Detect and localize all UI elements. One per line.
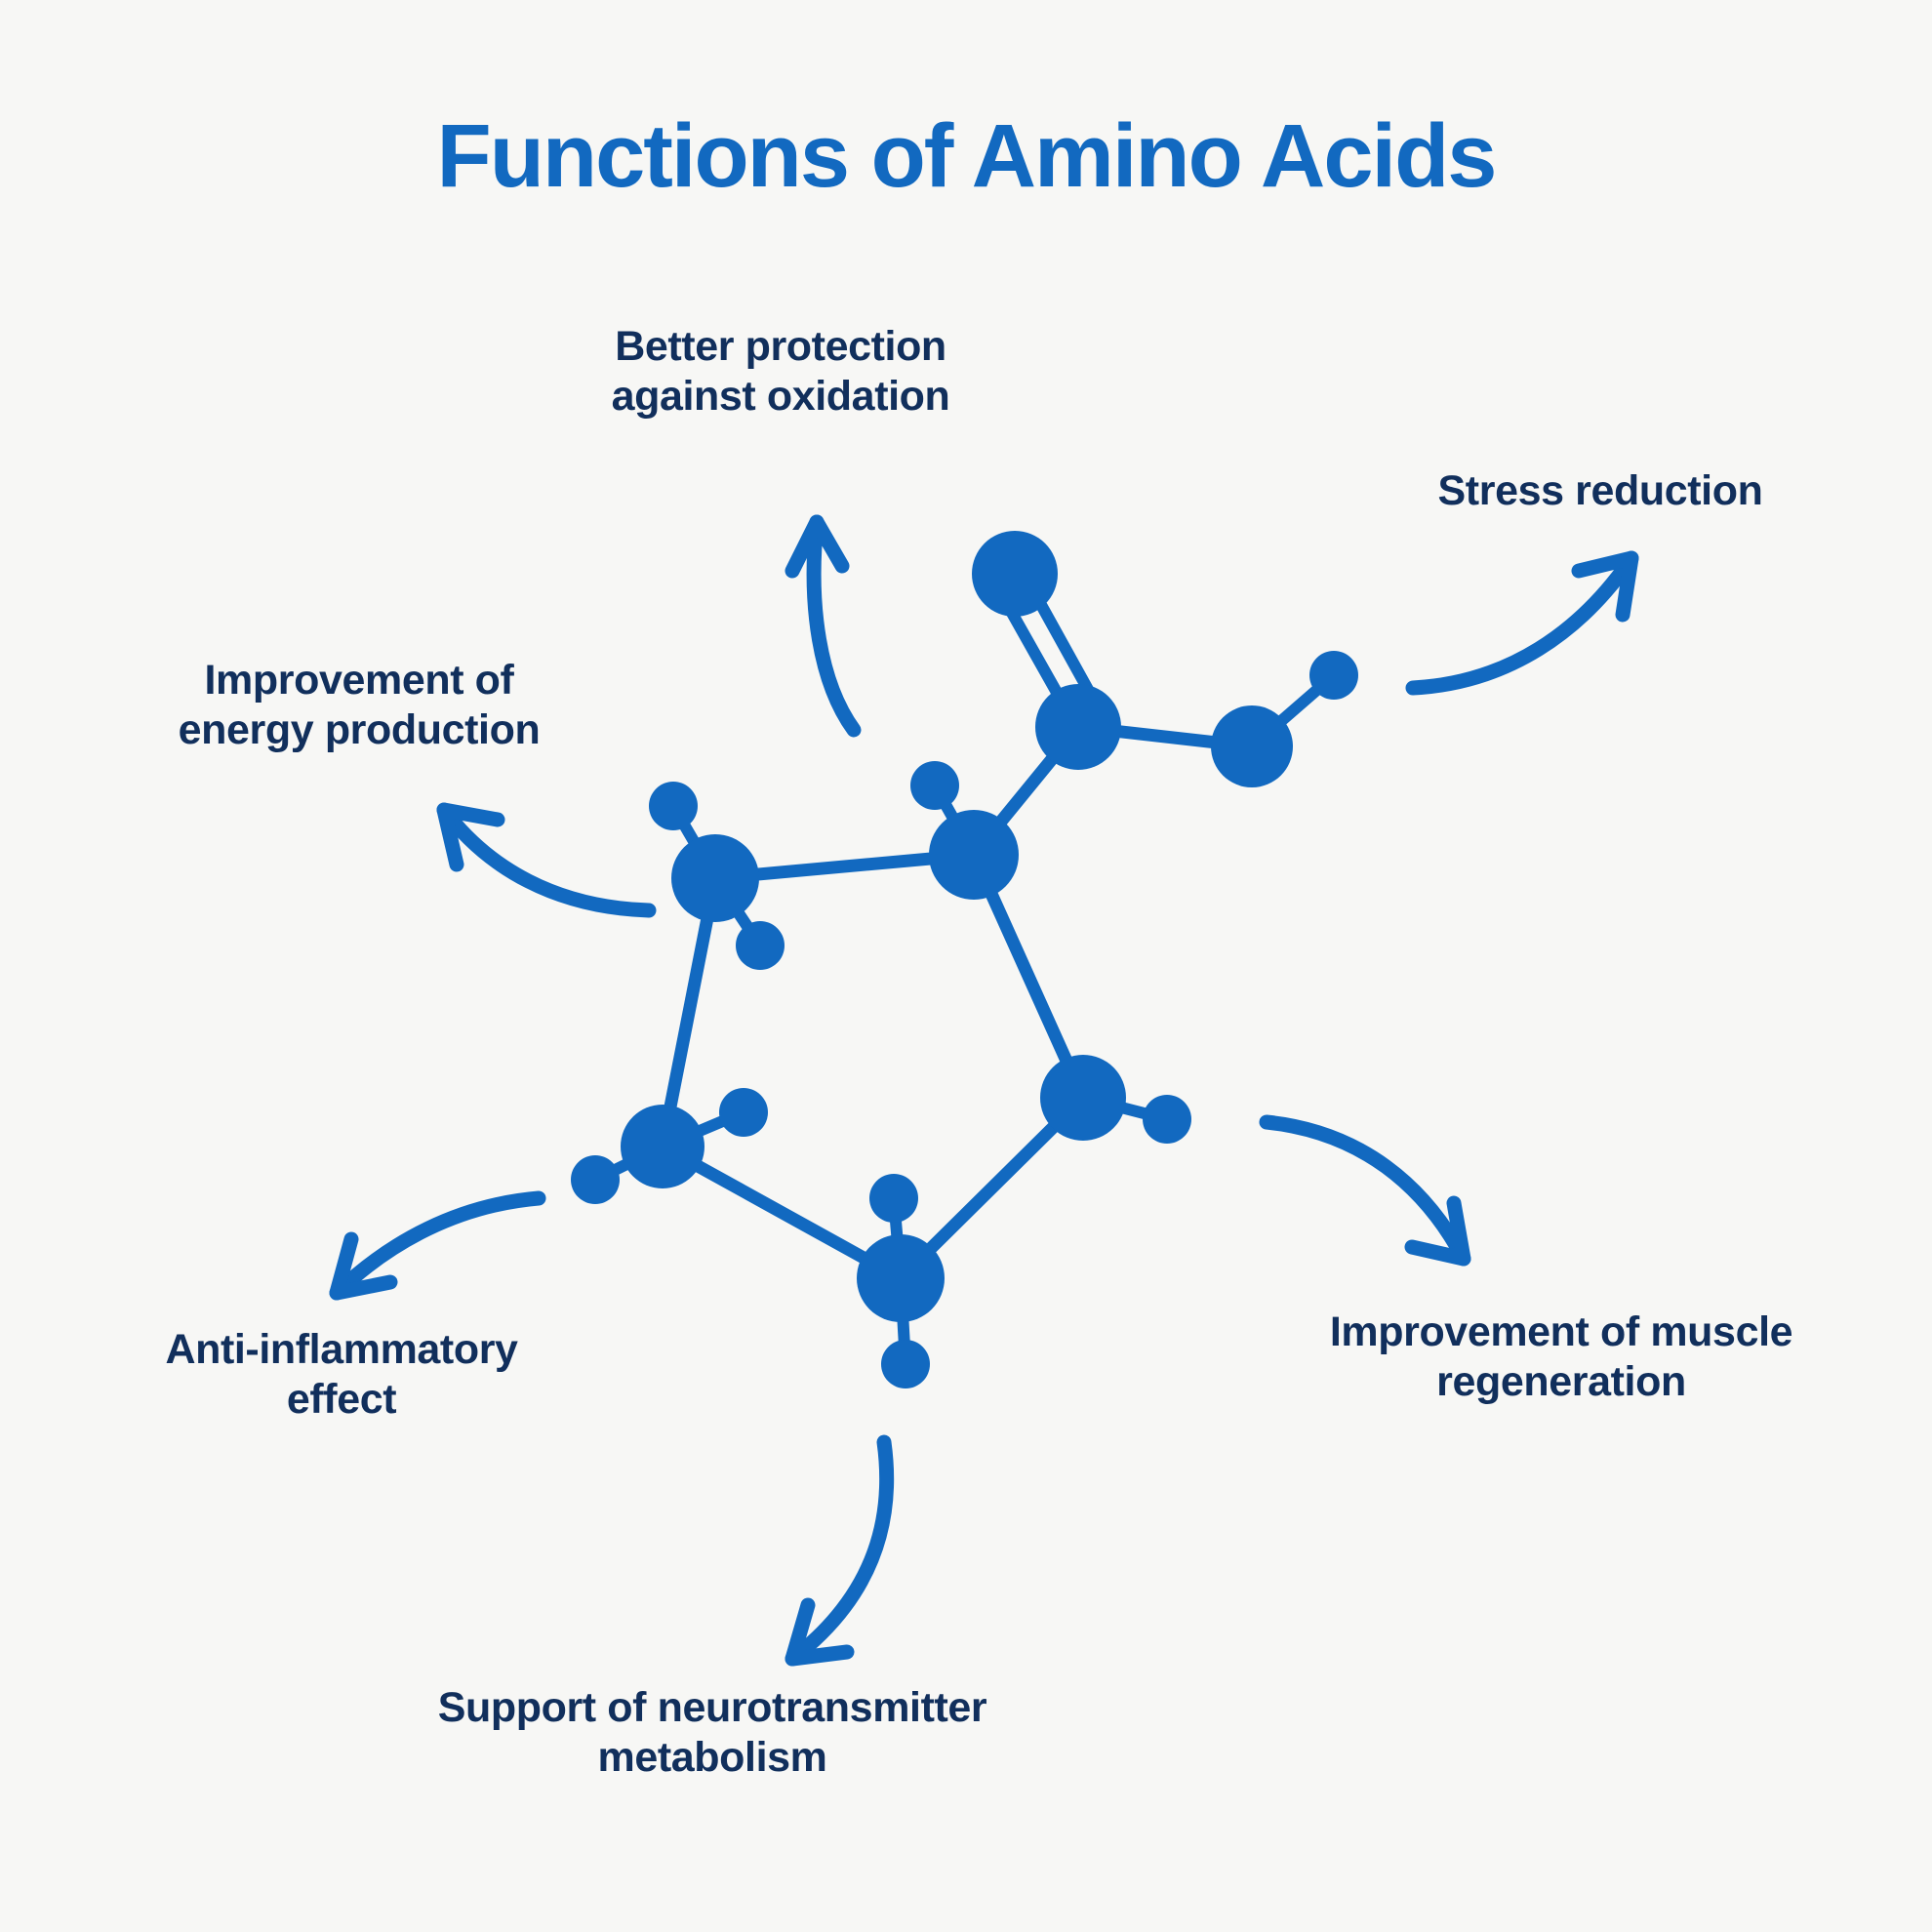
callout-label-stress-line1: Stress reduction (1437, 467, 1763, 514)
arrow-to-neurotransmitter (785, 1434, 895, 1667)
atom-nitrogen-right (1211, 705, 1293, 787)
molecule-bonds (589, 580, 1340, 1370)
arrow-to-oxidation (785, 514, 862, 738)
arrow-to-stress (1405, 550, 1639, 696)
callout-label-oxidation-line2: against oxidation (611, 372, 950, 420)
callout-label-neuro-line2: metabolism (597, 1733, 827, 1781)
atom-hydrogen-left-up (649, 782, 698, 830)
callout-label-neurotransmitter: Support of neurotransmitter metabolism (371, 1683, 1054, 1782)
callout-arrows (329, 514, 1639, 1667)
callout-label-neuro-line1: Support of neurotransmitter (437, 1684, 987, 1731)
arrow-to-energy (436, 802, 657, 918)
arrow-to-anti-inflammatory (329, 1190, 546, 1301)
atom-hydrogen-ll-left (571, 1155, 620, 1204)
callout-label-anti-inflammatory: Anti-inflammatory effect (68, 1325, 615, 1424)
callout-label-anti-line1: Anti-inflammatory (165, 1326, 518, 1373)
atom-carbon-lower-left (621, 1105, 704, 1188)
callout-label-oxidation: Better protection against oxidation (507, 322, 1054, 421)
callout-label-muscle: Improvement of muscle regeneration (1249, 1308, 1873, 1406)
atom-carbon-right (1040, 1055, 1126, 1141)
atom-carbon-left (671, 834, 759, 922)
atom-hydrogen-right-lower (1143, 1095, 1191, 1144)
atom-carbon-bottom (857, 1234, 945, 1322)
callout-label-muscle-line1: Improvement of muscle (1329, 1308, 1793, 1355)
callout-label-energy-line2: energy production (178, 705, 541, 753)
callout-label-stress: Stress reduction (1347, 466, 1854, 516)
atom-hydrogen-alpha (910, 761, 959, 810)
callout-label-muscle-line2: regeneration (1436, 1357, 1686, 1405)
page-title: Functions of Amino Acids (436, 106, 1498, 206)
atom-hydrogen-right (1309, 651, 1358, 700)
atom-hydrogen-ll-up (719, 1088, 768, 1137)
callout-label-energy: Improvement of energy production (105, 656, 613, 754)
atom-carbon-alpha (929, 810, 1019, 900)
atom-oxygen-top (972, 531, 1058, 617)
atom-carbon-carboxyl (1035, 684, 1121, 770)
molecule-atoms (571, 531, 1358, 1389)
arrow-to-muscle (1259, 1114, 1471, 1267)
bond-ll-bottom (656, 1140, 907, 1285)
atom-hydrogen-left-down (736, 921, 785, 970)
callout-label-anti-line2: effect (286, 1375, 397, 1423)
callout-label-oxidation-line1: Better protection (615, 323, 946, 370)
callout-label-energy-line1: Improvement of (204, 657, 514, 704)
atom-hydrogen-bottom-down (881, 1340, 930, 1389)
bond-left-lowleft (656, 871, 722, 1153)
atom-hydrogen-bottom-up (869, 1174, 918, 1223)
